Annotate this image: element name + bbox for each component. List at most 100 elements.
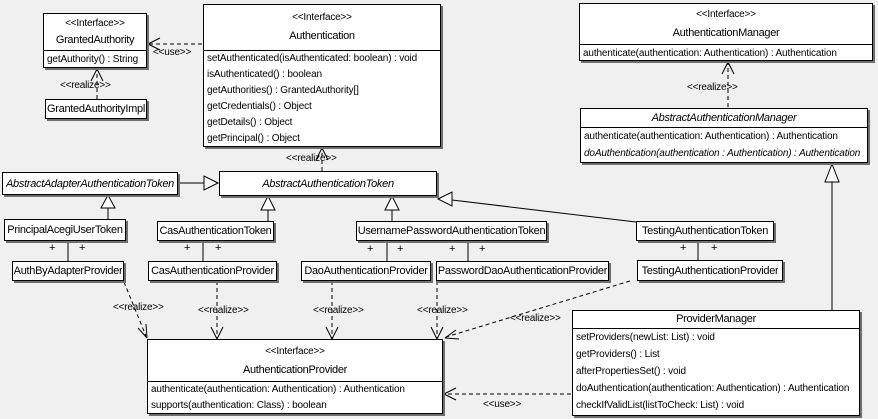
class-name: AuthenticationProvider: [242, 364, 348, 376]
method-list: authenticate(authentication: Authenticat…: [581, 128, 867, 162]
association-lines: [67, 241, 699, 261]
class-box-authentication-manager[interactable]: <<Interface>> AuthenticationManager auth…: [579, 3, 873, 61]
method: authenticate(authentication: Authenticat…: [584, 131, 838, 142]
open-arrowhead-icon: [444, 329, 460, 340]
class-name: AuthenticationManager: [672, 27, 780, 39]
class-box-testing-authentication-token[interactable]: TestingAuthenticationToken: [636, 221, 774, 241]
stereotype-label: <<Interface>>: [292, 12, 352, 23]
class-name: AuthByAdapterProvider: [13, 265, 123, 277]
association-plus-label: +: [680, 242, 687, 254]
stereotype-label: <<Interface>>: [696, 9, 756, 20]
open-arrowhead-icon: [721, 61, 735, 75]
class-header: <<Interface>> AuthenticationProvider: [148, 340, 442, 382]
association-plus-label: +: [367, 243, 374, 255]
association-plus-label: +: [215, 242, 222, 254]
edge-label-use: <<use>>: [483, 399, 522, 410]
class-name: AbstractAuthenticationManager: [651, 112, 797, 124]
method: authenticate(authentication: Authenticat…: [151, 384, 405, 395]
class-name: PrincipalAcegiUserToken: [7, 224, 123, 236]
open-arrowhead-icon: [210, 326, 224, 340]
method: authenticate(authentication: Authenticat…: [583, 48, 837, 59]
association-plus-label: +: [449, 243, 456, 255]
method: setAuthenticated(isAuthenticated: boolea…: [207, 53, 418, 64]
association-plus-label: +: [49, 242, 56, 254]
triangle-icon: [824, 162, 840, 183]
method: getCredentials() : Object: [207, 101, 312, 112]
method-list: getAuthority() : String: [44, 51, 146, 68]
generalization-testing-to-abstract-token: [451, 199, 637, 223]
method-list: authenticate(authentication: Authenticat…: [148, 382, 442, 414]
class-box-cas-authentication-provider[interactable]: CasAuthenticationProvider: [148, 261, 277, 281]
class-box-authentication-provider[interactable]: <<Interface>> AuthenticationProvider aut…: [147, 339, 443, 414]
triangle-icon: [260, 194, 276, 211]
open-arrowhead-icon: [137, 323, 148, 339]
method: checkIfValidList(listToCheck: List) : vo…: [576, 400, 745, 411]
association-plus-label: +: [397, 243, 404, 255]
method-list: setProviders(newList: List) : void getPr…: [573, 329, 859, 414]
open-arrowhead-icon: [443, 387, 457, 401]
edge-label-realize: <<realize>>: [60, 80, 111, 91]
triangle-icon: [436, 191, 453, 207]
class-name: CasAuthenticationProvider: [151, 265, 274, 277]
class-header: <<Interface>> AuthenticationManager: [580, 4, 872, 45]
class-name: ProviderManager: [676, 313, 756, 325]
class-box-password-dao-authentication-provider[interactable]: PasswordDaoAuthenticationProvider: [436, 261, 609, 281]
class-box-abstract-adapter-authentication-token[interactable]: AbstractAdapterAuthenticationToken: [2, 172, 178, 195]
class-box-granted-authority-impl[interactable]: GrantedAuthorityImpl: [45, 99, 147, 119]
class-name: UsernamePasswordAuthenticationToken: [357, 225, 546, 237]
method: getAuthority() : String: [47, 54, 139, 65]
stereotype-label: <<Interface>>: [65, 18, 125, 29]
class-name: TestingAuthenticationToken: [641, 225, 769, 237]
class-box-abstract-authentication-token[interactable]: AbstractAuthenticationToken: [219, 171, 437, 196]
class-name: PasswordDaoAuthenticationProvider: [437, 265, 608, 277]
edge-label-realize: <<realize>>: [286, 153, 337, 164]
method: getAuthorities() : GrantedAuthority[]: [207, 85, 359, 96]
class-box-cas-authentication-token[interactable]: CasAuthenticationToken: [157, 221, 274, 241]
triangle-icon: [203, 175, 220, 191]
class-box-auth-by-adapter-provider[interactable]: AuthByAdapterProvider: [12, 261, 124, 281]
triangle-icon: [384, 194, 400, 211]
stereotype-label: <<Interface>>: [265, 346, 325, 357]
class-box-principal-acegi-user-token[interactable]: PrincipalAcegiUserToken: [4, 219, 126, 241]
method: afterPropertiesSet() : void: [576, 366, 686, 377]
open-arrowhead-icon: [430, 326, 444, 340]
class-header: <<Interface>> Authentication: [204, 5, 440, 51]
method: getPrincipal() : Object: [207, 133, 300, 144]
class-name: AbstractAdapterAuthenticationToken: [6, 177, 174, 190]
edge-label-use: <<use>>: [153, 47, 192, 58]
method: doAuthentication(authentication: Authent…: [576, 383, 850, 394]
association-plus-label: +: [711, 242, 718, 254]
method-list: setAuthenticated(isAuthenticated: boolea…: [204, 51, 440, 147]
method: setProviders(newList: List) : void: [576, 332, 715, 343]
edge-label-realize: <<realize>>: [198, 305, 249, 316]
class-header: AbstractAuthenticationManager: [581, 109, 867, 128]
edge-label-realize: <<realize>>: [510, 313, 561, 324]
class-name: TestingAuthenticationProvider: [641, 264, 779, 277]
edge-label-realize: <<realize>>: [417, 305, 468, 316]
association-plus-label: +: [184, 242, 191, 254]
method: isAuthenticated() : boolean: [207, 69, 322, 80]
class-box-username-password-authentication-token[interactable]: UsernamePasswordAuthenticationToken: [356, 221, 547, 241]
method: supports(authentication: Class) : boolea…: [151, 400, 327, 411]
class-box-granted-authority[interactable]: <<Interface>> GrantedAuthority getAuthor…: [43, 13, 147, 68]
class-box-abstract-authentication-manager[interactable]: AbstractAuthenticationManager authentica…: [580, 108, 868, 163]
class-name: GrantedAuthorityImpl: [47, 103, 145, 115]
method: doAuthentication(authentication : Authen…: [584, 148, 861, 159]
class-box-provider-manager[interactable]: ProviderManager setProviders(newList: Li…: [572, 310, 860, 416]
edge-label-realize: <<realize>>: [313, 305, 364, 316]
triangle-icon: [100, 193, 116, 209]
edge-label-realize: <<realize>>: [113, 302, 164, 313]
class-name: Authentication: [289, 30, 355, 42]
class-header: ProviderManager: [573, 311, 859, 329]
edge-label-realize: <<realize>>: [687, 82, 738, 93]
class-box-testing-authentication-provider[interactable]: TestingAuthenticationProvider: [637, 260, 783, 281]
class-name: DaoAuthenticationProvider: [304, 265, 428, 277]
class-header: <<Interface>> GrantedAuthority: [44, 14, 146, 51]
class-box-authentication[interactable]: <<Interface>> Authentication setAuthenti…: [203, 4, 441, 147]
method: getProviders() : List: [576, 349, 660, 360]
class-name: GrantedAuthority: [55, 34, 135, 46]
class-box-dao-authentication-provider[interactable]: DaoAuthenticationProvider: [301, 261, 431, 281]
method-list: authenticate(authentication: Authenticat…: [580, 45, 872, 62]
association-plus-label: +: [479, 243, 486, 255]
